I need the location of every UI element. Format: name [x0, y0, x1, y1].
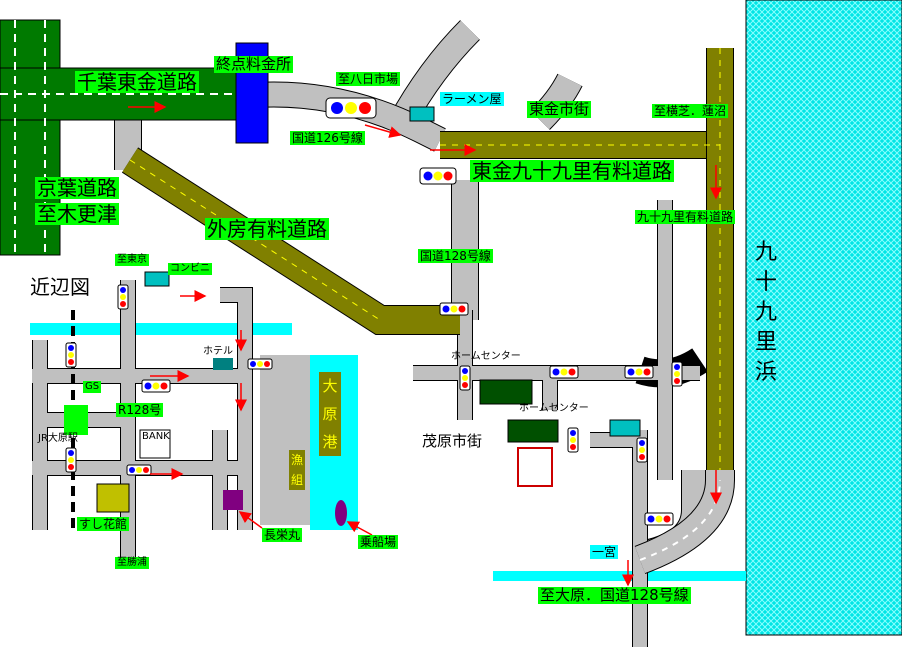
to-kisarazu-label: 至木更津 [35, 202, 119, 226]
convenience-label: コンビニ [168, 263, 212, 275]
r128-label: R128号 [116, 403, 164, 417]
sushi-shop-icon [96, 483, 130, 513]
beach-char-3: 九 [754, 300, 777, 325]
hotel-label: ホテル [203, 346, 233, 357]
sotobo-toll-label: 外房有料道路 [205, 217, 329, 241]
home-center-2-label: ホームセンター [519, 403, 589, 414]
togane-city-label: 東金市街 [527, 100, 592, 118]
bank-building [139, 429, 171, 459]
to-katsuura-label: 至勝浦 [115, 557, 149, 569]
fishery-union-label: 漁組 [289, 450, 305, 490]
boarding-pier [335, 500, 347, 526]
mobara-city-label: 茂原市街 [422, 432, 483, 450]
ramen-shop-label: ラーメン屋 [440, 92, 504, 106]
ohara-port-label: 大原港 [319, 372, 341, 456]
kujukuri-beach-label: 九 十 九 里 浜 [753, 238, 779, 388]
restaurant-icon [517, 447, 553, 487]
toll-roads [121, 48, 734, 470]
ramen-shop-building [409, 106, 435, 122]
nearby-map-title: 近辺図 [30, 275, 90, 299]
jr-ohara-station [64, 405, 88, 435]
port-area [260, 355, 310, 525]
home-center-1-label: ホームセンター [451, 351, 521, 362]
shop-building [609, 419, 641, 437]
to-yokaichiba-label: 至八日市場 [336, 72, 401, 86]
convenience-store [144, 271, 170, 287]
chiba-togane-road-label: 千葉東金道路 [75, 70, 199, 94]
to-tokyo-label: 至東京 [115, 254, 149, 266]
gs-label: GS [83, 381, 102, 393]
traffic-lights [65, 97, 683, 526]
river-north [30, 323, 292, 335]
ichinomiya-label: 一宮 [590, 545, 619, 559]
route126-label: 国道126号線 [290, 131, 365, 145]
toll-terminal-label: 終点料金所 [214, 55, 294, 73]
bank-label: BANK [142, 431, 170, 442]
boarding-label: 乗船場 [358, 535, 399, 549]
beach-char-5: 浜 [754, 360, 777, 385]
sushi-label: すし花館 [77, 517, 130, 531]
route-arrows [128, 101, 722, 587]
beach-char-1: 九 [754, 240, 777, 265]
river-south [493, 571, 746, 581]
kujukuri-road-label: 九十九里有料道路 [635, 210, 736, 224]
to-yokoshiba-label: 至横芝．蓮沼 [652, 104, 729, 118]
home-center-building-1 [479, 379, 533, 405]
jr-ohara-label: JR大原駅 [38, 433, 78, 444]
beach-char-4: 里 [754, 330, 777, 355]
beach-char-2: 十 [754, 270, 777, 295]
to-ohara-route128-label: 至大原．国道128号線 [538, 586, 691, 604]
kujukuri-sea [745, 0, 902, 636]
hotel-building [213, 358, 233, 370]
togane-kujukuri-toll-label: 東金九十九里有料道路 [470, 159, 674, 183]
chouei-maru-building [223, 490, 243, 510]
route128-north-label: 国道128号線 [418, 249, 493, 263]
chouei-maru-label: 長栄丸 [262, 528, 303, 542]
home-center-building-2 [507, 419, 559, 443]
keiyo-road-label: 京葉道路 [35, 176, 119, 200]
